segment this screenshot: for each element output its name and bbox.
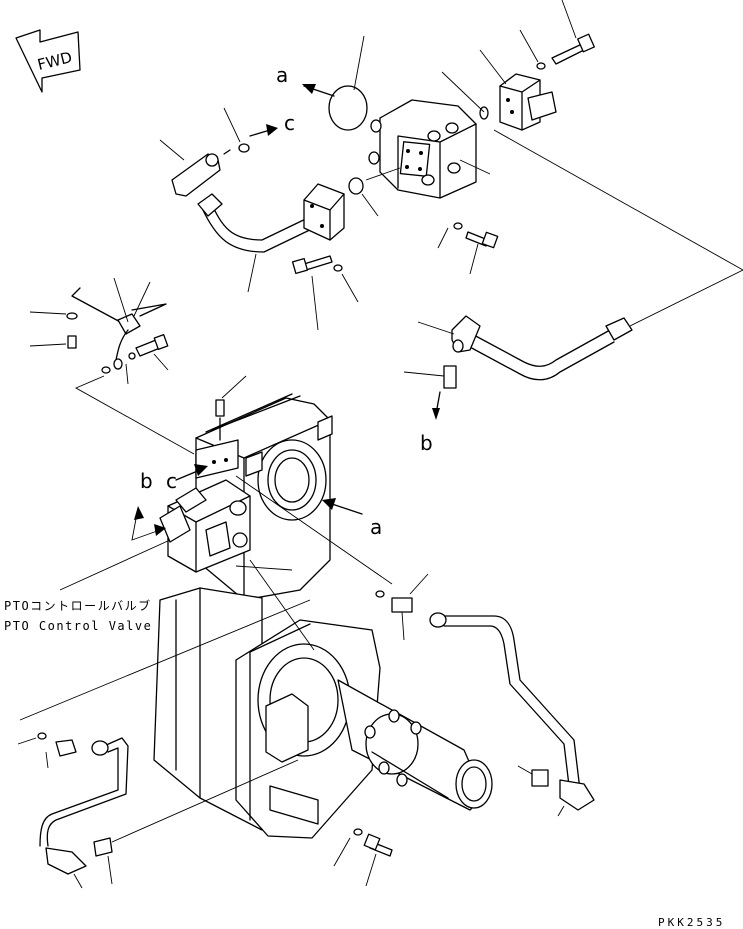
callout-a-mid: a [370, 515, 382, 539]
callout-b-right: b [420, 431, 433, 455]
callout-arrows [59, 84, 363, 591]
callout-c-left: c [166, 469, 177, 493]
valve-caption-english: PTO Control Valve [4, 619, 152, 633]
drawing-code: PKK2535 [658, 916, 725, 929]
drain-pipe-assembly [235, 475, 595, 887]
lube-tube-assembly [17, 599, 311, 889]
callout-b-left: b [140, 469, 153, 493]
valve-caption-japanese: PTOコントロールバルブ [4, 598, 152, 613]
callout-a-top: a [276, 63, 288, 87]
suction-tube-assembly [159, 107, 359, 331]
callout-c-top: c [284, 111, 295, 135]
delivery-tube-assembly [403, 269, 743, 420]
o-ring-large [328, 85, 368, 131]
pto-housing [153, 375, 493, 839]
fwd-arrow-icon: FWD [15, 29, 81, 93]
pump-assembly [328, 0, 743, 275]
bracket-hose-assembly [29, 277, 195, 455]
